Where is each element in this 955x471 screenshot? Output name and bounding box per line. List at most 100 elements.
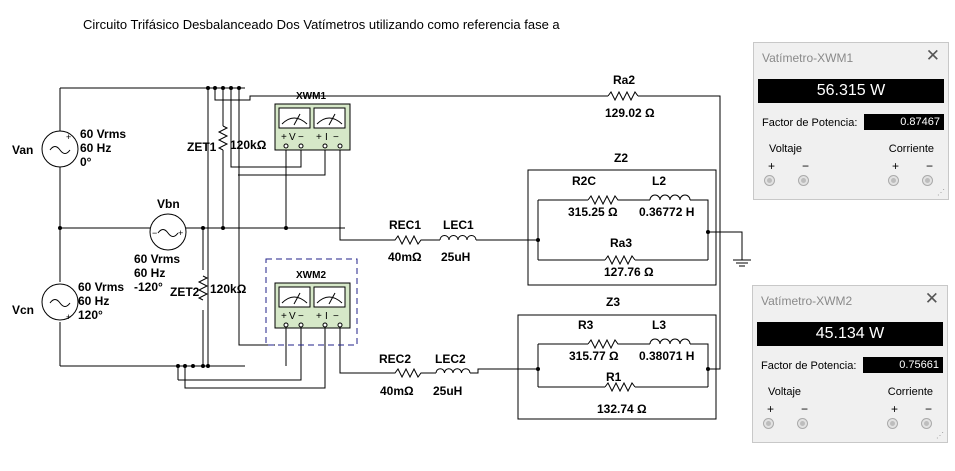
svg-text:+: + [316,132,322,143]
l3-value: 0.38071 H [639,349,694,363]
diagram-title: Circuito Trifásico Desbalanceado Dos Vat… [83,17,560,32]
xwm2-label: XWM2 [296,270,326,281]
zet1-value: 120kΩ [230,138,267,152]
rec2-name: REC2 [379,352,411,366]
source-vcn-name: Vcn [12,303,34,317]
wattmeter-panel-xwm1[interactable]: Vatímetro-XWM1 ✕ 56.315 W Factor de Pote… [753,42,949,200]
l3-name: L3 [652,318,666,332]
source-vbn-phase: -120° [134,280,163,294]
r3-value: 315.77 Ω [569,349,619,363]
svg-text:−: − [333,132,339,143]
source-van-frequency: 60 Hz [80,141,111,155]
current-plus-terminal[interactable] [887,418,898,429]
wires [59,87,743,389]
resize-grip-icon[interactable]: ⋰ [936,431,944,440]
inductor-lec1: LEC1 25uH [439,218,478,264]
source-van-phase: 0° [80,155,92,169]
resize-grip-icon[interactable]: ⋰ [937,188,945,197]
l2-name: L2 [652,174,666,188]
source-van-voltage: 60 Vrms [80,127,126,141]
lec1-value: 25uH [441,250,470,264]
lec1-name: LEC1 [443,218,474,232]
r2c-name: R2C [572,174,596,188]
power-reading: 56.315 W [758,79,944,103]
current-minus-terminal[interactable] [921,418,932,429]
svg-text:−: − [298,311,304,322]
svg-text:−: − [152,228,157,238]
ra2-value: 129.02 Ω [605,106,655,120]
wattmeter-xwm1[interactable]: XWM1 + V − + I − [274,91,351,151]
svg-text:I: I [325,311,328,322]
wattmeter-xwm2[interactable]: XWM2 + V − + I − [265,258,358,346]
load-z2: Z2 R2C 315.25 Ω L2 0.36772 H Ra3 127.76 … [527,151,717,286]
voltage-plus-terminal[interactable] [764,175,775,186]
r1-value: 132.74 Ω [597,402,647,416]
current-plus-terminal[interactable] [888,175,899,186]
ground-symbol [733,259,751,267]
power-factor-label: Factor de Potencia: [762,117,858,129]
resistor-zet2: ZET2 120kΩ [170,275,247,301]
zet1-name: ZET1 [187,140,217,154]
voltage-minus-terminal[interactable] [797,418,808,429]
r2c-value: 315.25 Ω [568,205,618,219]
source-vcn-frequency: 60 Hz [78,294,109,308]
voltage-minus-terminal[interactable] [798,175,809,186]
junction-dots [58,86,710,371]
power-reading: 45.134 W [757,322,943,346]
source-vcn-phase: 120° [78,308,103,322]
lec2-name: LEC2 [435,352,466,366]
voltage-plus-terminal[interactable] [763,418,774,429]
svg-text:−: − [298,132,304,143]
svg-text:−: − [333,311,339,322]
current-minus-terminal[interactable] [922,175,933,186]
source-vbn: − + Vbn 60 Vrms 60 Hz -120° [134,197,187,294]
panel-title: Vatímetro-XWM2 [761,294,853,308]
load-z3: Z3 R3 315.77 Ω L3 0.38071 H R1 132.74 Ω [517,295,717,420]
current-label: Corriente [887,386,933,398]
close-icon[interactable]: ✕ [924,289,939,308]
z3-label: Z3 [606,295,620,309]
svg-text:V: V [289,311,296,322]
source-vbn-frequency: 60 Hz [134,266,165,280]
svg-text:I: I [325,132,328,143]
resistor-ra2: Ra2 129.02 Ω [605,73,655,120]
ra3-name: Ra3 [610,236,632,250]
lec2-value: 25uH [433,384,462,398]
r3-name: R3 [578,318,594,332]
l2-value: 0.36772 H [639,205,694,219]
rec2-value: 40mΩ [380,384,414,398]
svg-text:+: + [178,228,183,238]
svg-text:+: + [281,311,287,322]
power-factor-label: Factor de Potencia: [761,360,857,372]
resistor-zet1: ZET1 120kΩ [187,125,267,154]
r1-name: R1 [606,370,622,384]
svg-text:+: + [66,312,71,322]
zet2-name: ZET2 [170,285,200,299]
svg-text:+: + [66,132,71,142]
xwm1-label: XWM1 [296,91,326,102]
rec1-value: 40mΩ [388,250,422,264]
rec1-name: REC1 [389,218,421,232]
close-icon[interactable]: ✕ [925,46,940,65]
zet2-value: 120kΩ [210,282,247,296]
power-factor-value: 0.75661 [863,357,943,373]
source-vbn-voltage: 60 Vrms [134,252,180,266]
source-van-name: Van [12,143,33,157]
ra3-value: 127.76 Ω [604,265,654,279]
ra2-name: Ra2 [613,73,635,87]
source-van: + Van 60 Vrms 60 Hz 0° [12,127,126,169]
z2-label: Z2 [614,151,628,165]
current-label: Corriente [888,143,934,155]
source-vcn-voltage: 60 Vrms [78,280,124,294]
resistor-rec2: REC2 40mΩ [379,352,425,398]
source-vcn: + Vcn 60 Vrms 60 Hz 120° [12,280,124,322]
source-vbn-name: Vbn [157,197,180,211]
resistor-rec1: REC1 40mΩ [388,218,425,264]
svg-text:+: + [316,311,322,322]
wattmeter-panel-xwm2[interactable]: Vatímetro-XWM2 ✕ 45.134 W Factor de Pote… [752,285,948,443]
inductor-lec2: LEC2 25uH [433,352,471,398]
svg-text:+: + [281,132,287,143]
voltage-label: Voltaje [769,143,803,155]
svg-text:V: V [289,132,296,143]
